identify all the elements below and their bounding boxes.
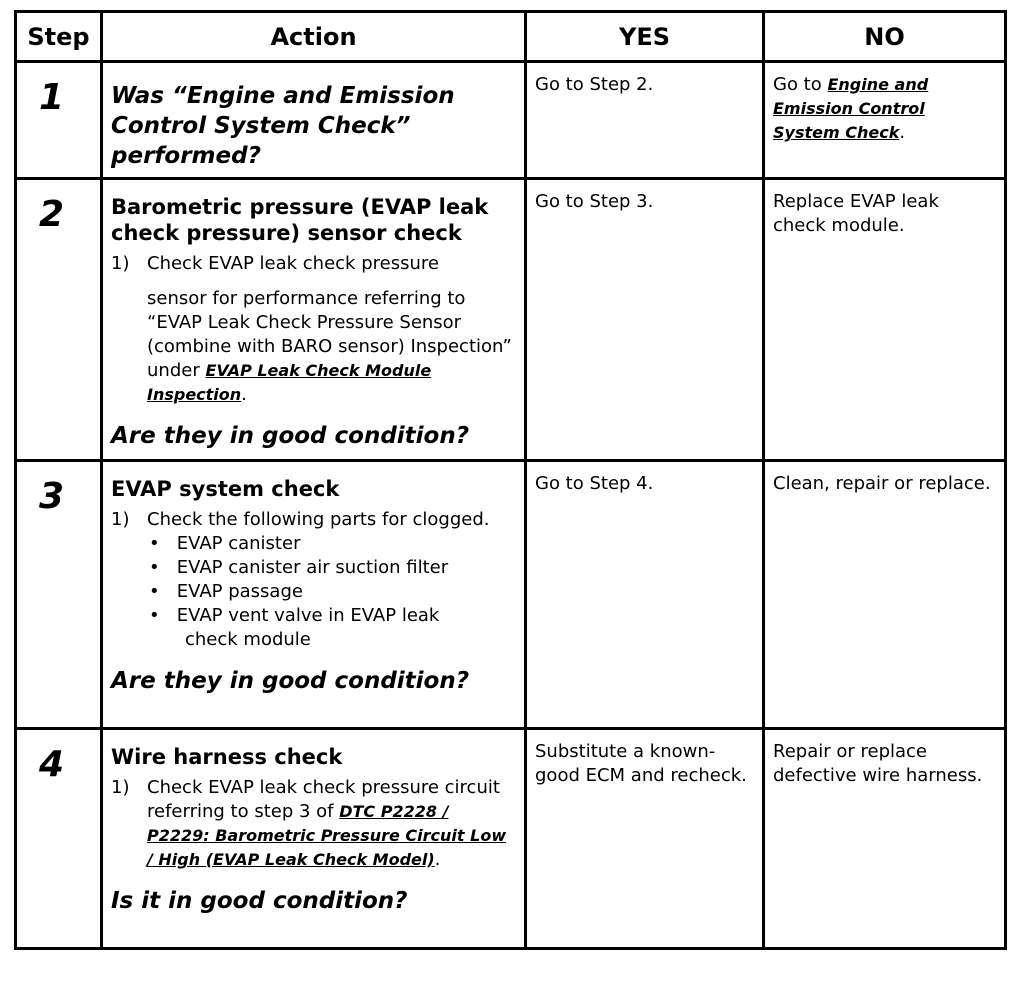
- step-number: 3: [39, 476, 65, 517]
- dtc-p2228-p2229-link[interactable]: DTC P2228 / P2229: Barometric Pressure C…: [147, 802, 507, 869]
- header-action: Action: [100, 10, 527, 63]
- item-detail: sensor for performance referring to “EVA…: [111, 287, 516, 407]
- item-suffix: .: [241, 384, 247, 405]
- check-title: EVAP system check: [111, 477, 340, 501]
- yes-cell: Go to Step 4.: [524, 459, 765, 730]
- item-line: Check EVAP leak check pressure: [147, 253, 439, 274]
- bullet-text: EVAP vent valve in EVAP leak: [176, 605, 440, 626]
- no-answer: Go to Engine and Emission Control System…: [765, 63, 1004, 155]
- no-cell: Go to Engine and Emission Control System…: [762, 60, 1007, 180]
- table-row: 4 Wire harness check 1) Check EVAP leak c…: [14, 727, 1007, 950]
- check-item: 1) Check EVAP leak check pressure circuit…: [111, 776, 516, 872]
- step-cell: 2: [14, 177, 103, 462]
- no-suffix: .: [899, 122, 906, 143]
- bullet-item: • EVAP vent valve in EVAP leak: [149, 605, 440, 626]
- yes-cell: Go to Step 3.: [524, 177, 765, 462]
- item-suffix: .: [434, 849, 441, 870]
- no-prefix: Go to: [773, 74, 828, 95]
- step-cell: 1: [14, 60, 103, 180]
- yes-answer: Go to Step 2.: [535, 74, 654, 95]
- bullet-text: EVAP canister: [176, 533, 301, 554]
- action-cell: Wire harness check 1) Check EVAP leak che…: [100, 727, 527, 950]
- item-number: 1): [111, 509, 130, 530]
- bullet-text: EVAP canister air suction filter: [176, 557, 449, 578]
- table-row: 3 EVAP system check 1) Check the followin…: [14, 459, 1007, 730]
- check-title: Wire harness check: [111, 745, 343, 769]
- step-cell: 4: [14, 727, 103, 950]
- item-number: 1): [111, 253, 130, 274]
- action-cell: EVAP system check 1) Check the following …: [100, 459, 527, 730]
- header-step: Step: [14, 10, 103, 63]
- item-text: Check the following parts for clogged.: [147, 509, 490, 530]
- question: Was “Engine and Emission Control System …: [111, 83, 455, 169]
- yes-cell: Substitute a known-good ECM and recheck.: [524, 727, 765, 950]
- action-cell: Barometric pressure (EVAP leak check pre…: [100, 177, 527, 462]
- no-cell: Repair or replace defective wire harness…: [762, 727, 1007, 950]
- header-no: NO: [762, 10, 1007, 63]
- no-cell: Replace EVAP leak check module.: [762, 177, 1007, 462]
- no-answer: Clean, repair or replace.: [773, 473, 991, 494]
- no-answer: Repair or replace defective wire harness…: [773, 741, 983, 786]
- bullet-continuation: check module: [185, 629, 311, 650]
- check-item: 1) Check the following parts for clogged.: [111, 508, 516, 532]
- table-row: 1 Was “Engine and Emission Control Syste…: [14, 60, 1007, 180]
- bullet-item: • EVAP passage: [149, 581, 303, 602]
- item-detail-text: sensor for performance referring to “EVA…: [147, 288, 512, 381]
- evap-leak-check-module-inspection-link[interactable]: EVAP Leak Check Module Inspection: [147, 361, 432, 404]
- yes-answer: Go to Step 3.: [535, 191, 654, 212]
- action-cell: Was “Engine and Emission Control System …: [100, 60, 527, 180]
- question: Are they in good condition?: [111, 668, 470, 694]
- check-item: 1) Check EVAP leak check pressure: [111, 252, 516, 276]
- diagnostic-table: Step Action YES NO 1 Was “Engine and Emi…: [14, 10, 1007, 950]
- step-number: 4: [39, 744, 65, 785]
- question: Are they in good condition?: [111, 423, 470, 449]
- header-yes: YES: [524, 10, 765, 63]
- no-answer: Replace EVAP leak check module.: [773, 191, 939, 236]
- bullet-item: • EVAP canister: [149, 533, 301, 554]
- item-number: 1): [111, 777, 130, 798]
- yes-cell: Go to Step 2.: [524, 60, 765, 180]
- header-row: Step Action YES NO: [14, 10, 1007, 63]
- bullet-text: EVAP passage: [176, 581, 303, 602]
- question: Is it in good condition?: [111, 888, 408, 914]
- table-row: 2 Barometric pressure (EVAP leak check p…: [14, 177, 1007, 462]
- step-number: 2: [39, 194, 65, 235]
- item-text: Check EVAP leak check pressure circuit r…: [147, 777, 500, 822]
- check-title: Barometric pressure (EVAP leak check pre…: [111, 195, 489, 245]
- engine-emission-check-link[interactable]: Engine and Emission Control System Check: [773, 75, 929, 142]
- bullet-item: • EVAP canister air suction filter: [149, 557, 449, 578]
- no-cell: Clean, repair or replace.: [762, 459, 1007, 730]
- step-number: 1: [39, 77, 65, 118]
- yes-answer: Go to Step 4.: [535, 473, 654, 494]
- yes-answer: Substitute a known-good ECM and recheck.: [535, 741, 747, 786]
- step-cell: 3: [14, 459, 103, 730]
